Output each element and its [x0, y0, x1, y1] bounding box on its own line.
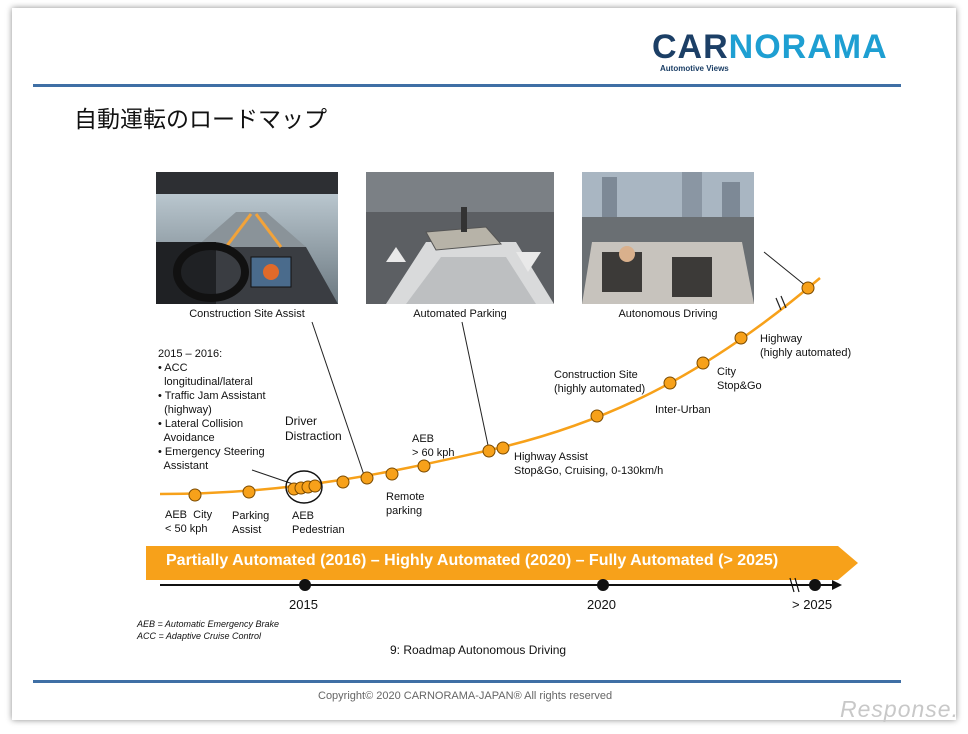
- year-2015: 2015: [289, 597, 318, 612]
- curve-break-mark: [775, 297, 782, 311]
- year-2020: 2020: [587, 597, 616, 612]
- timeline-dot-2025: [809, 579, 821, 591]
- marker-inter-urban: [663, 376, 677, 390]
- logo-subtitle: Automotive Views: [660, 64, 729, 73]
- automation-banner-text: Partially Automated (2016) – Highly Auto…: [166, 552, 779, 569]
- photo-caption-construction: Construction Site Assist: [189, 308, 305, 320]
- banner-arrow: [146, 546, 858, 580]
- marker-autonomous: [801, 281, 815, 295]
- left-list-item: • Lateral Collision Avoidance: [158, 418, 244, 444]
- timeline-break-mark: [789, 577, 795, 593]
- left-list-heading: 2015 – 2016:: [158, 348, 223, 360]
- label-highway: Highway (highly automated): [760, 333, 852, 359]
- pointer-line-parking: [461, 321, 490, 451]
- figure-caption: 9: Roadmap Autonomous Driving: [390, 643, 567, 657]
- label-construction-site: Construction Site (highly automated): [554, 369, 646, 395]
- autonomous-driving-photo: [582, 172, 754, 304]
- photo-caption-parking: Automated Parking: [413, 308, 507, 320]
- timeline-break-mark: [794, 577, 800, 593]
- label-city: City Stop&Go: [717, 366, 762, 392]
- photo-caption-autonomous: Autonomous Driving: [618, 308, 718, 320]
- copyright-text: Copyright© 2020 CARNORAMA-JAPAN® All rig…: [318, 690, 613, 702]
- left-list-item: • Traffic Jam Assistant (highway): [158, 390, 266, 416]
- timeline-dot-2020: [597, 579, 609, 591]
- pointer-line-left-list: [251, 469, 294, 485]
- marker-driver-distraction: [336, 475, 350, 489]
- curve-break-mark: [780, 295, 787, 309]
- automated-parking-photo: [366, 172, 554, 304]
- label-parking-assist: Parking Assist: [232, 510, 270, 536]
- label-aeb-pedestrian: AEB Pedestrian: [292, 510, 345, 536]
- marker-aeb-city: [188, 488, 202, 502]
- label-aeb-60: AEB > 60 kph: [412, 433, 455, 459]
- marker-highway-assist: [496, 441, 510, 455]
- construction-site-photo: [156, 172, 338, 304]
- label-driver-distraction: Driver Distraction: [285, 414, 342, 443]
- label-aeb-city: AEB City < 50 kph: [165, 509, 213, 535]
- footer-rule: [33, 680, 901, 683]
- timeline-dot-2015: [299, 579, 311, 591]
- marker-highway: [734, 331, 748, 345]
- left-list-item: • ACC longitudinal/lateral: [158, 362, 253, 388]
- timeline-arrowhead: [832, 580, 842, 590]
- year-2025: > 2025: [792, 597, 833, 612]
- carnorama-logo: CARNORAMA: [652, 28, 888, 66]
- response-watermark: Response.: [840, 696, 959, 722]
- pedestrian-highlight-ring: [285, 470, 323, 504]
- marker-construction-site: [590, 409, 604, 423]
- marker-city: [696, 356, 710, 370]
- label-remote-parking: Remote parking: [386, 491, 425, 517]
- slide: [12, 8, 956, 720]
- label-inter-urban: Inter-Urban: [655, 404, 711, 416]
- label-highway-assist: Highway Assist Stop&Go, Cruising, 0-130k…: [514, 451, 664, 477]
- marker-remote-parking: [385, 467, 399, 481]
- marker-parking-assist: [242, 485, 256, 499]
- pointer-line-construction: [311, 321, 366, 479]
- left-list-item: • Emergency Steering Assistant: [158, 446, 265, 472]
- legend-aeb: AEB = Automatic Emergency Brake: [137, 619, 279, 629]
- marker-automated-parking: [482, 444, 496, 458]
- slide-title: 自動運転のロードマップ: [74, 106, 327, 132]
- pointer-line-autonomous: [763, 251, 807, 287]
- legend-acc: ACC = Adaptive Cruise Control: [137, 631, 261, 641]
- marker-cluster: [308, 479, 322, 493]
- header-rule: [33, 84, 901, 87]
- marker-construction-assist: [360, 471, 374, 485]
- marker-aeb-60: [417, 459, 431, 473]
